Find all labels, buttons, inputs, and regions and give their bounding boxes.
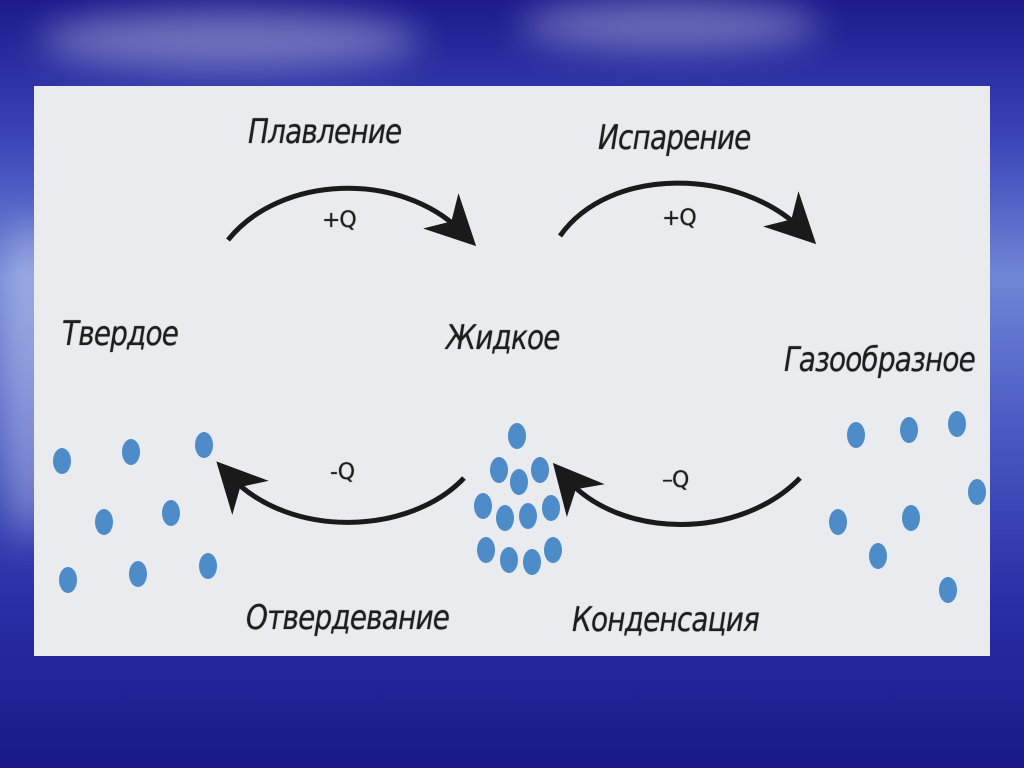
liquid-particle: [544, 537, 562, 563]
gas-particle: [948, 411, 966, 437]
liquid-particle: [531, 457, 549, 483]
liquid-particle: [523, 549, 541, 575]
liquid-particle: [490, 457, 508, 483]
liquid-particle: [496, 505, 514, 531]
condensation-arrow: [552, 462, 802, 527]
liquid-particle: [500, 547, 518, 573]
sky-cloud: [40, 10, 420, 70]
gas-particles: [829, 411, 986, 603]
evaporation-arrow: [557, 180, 817, 245]
liquid-state-label: Жидкое: [446, 318, 560, 358]
gas-state-label: Газообразное: [784, 340, 976, 380]
liquid-particle: [508, 423, 526, 449]
gas-particle: [869, 543, 887, 569]
liquid-particle: [519, 503, 537, 529]
solid-particles: [53, 432, 217, 593]
solid-particle: [59, 567, 77, 593]
solid-particle: [162, 500, 180, 526]
gas-particle: [900, 417, 918, 443]
solid-particle: [129, 561, 147, 587]
solid-particle: [95, 509, 113, 535]
melting-arrow: [226, 185, 477, 247]
solidification-arrow: [216, 461, 466, 525]
evaporation-heat: +Q: [662, 206, 697, 231]
liquid-particle: [477, 537, 495, 563]
solidification-label: Отвердевание: [246, 598, 450, 638]
melting-label: Плавление: [248, 112, 402, 152]
gas-particle: [939, 577, 957, 603]
gas-particle: [829, 509, 847, 535]
solid-particle: [53, 448, 71, 474]
gas-particle: [902, 505, 920, 531]
liquid-particle: [474, 493, 492, 519]
solid-particle: [122, 439, 140, 465]
solidification-heat: -Q: [330, 460, 355, 485]
condensation-heat: –Q: [662, 468, 689, 493]
gas-particle: [968, 479, 986, 505]
gas-particle: [847, 422, 865, 448]
liquid-particle: [510, 469, 528, 495]
sky-cloud: [520, 0, 820, 50]
liquid-particle: [542, 495, 560, 521]
solid-state-label: Твердое: [62, 314, 179, 354]
evaporation-label: Испарение: [598, 118, 751, 158]
solid-particle: [195, 432, 213, 458]
solid-particle: [199, 553, 217, 579]
melting-heat: +Q: [322, 208, 357, 233]
condensation-label: Конденсация: [572, 600, 760, 640]
liquid-particles: [474, 423, 562, 575]
